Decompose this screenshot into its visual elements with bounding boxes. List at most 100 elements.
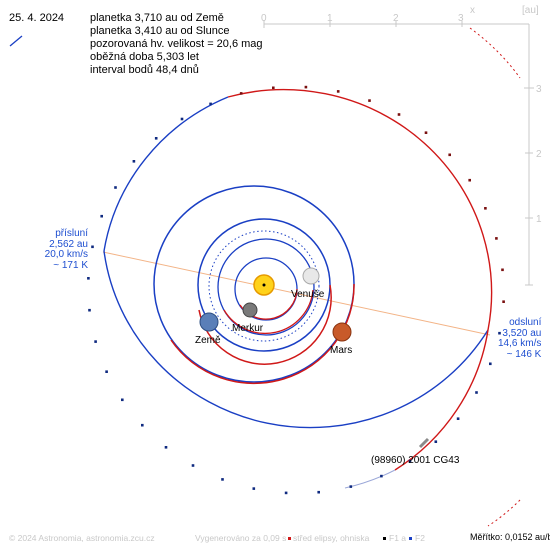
orbit-point-marker	[456, 417, 460, 420]
orbit-point-marker	[88, 308, 91, 312]
legend-f1-label: F1 a	[389, 533, 407, 543]
aphelion-temperature: ~ 146 K	[506, 348, 542, 360]
inner-dotted-orbit	[208, 230, 320, 342]
x-axis-label: x	[470, 5, 475, 16]
info-panel: planetka 3,710 au od Země planetka 3,410…	[90, 12, 263, 77]
copyright-link[interactable]: © 2024 Astronomia, astronomia.zcu.cz	[9, 533, 155, 543]
asteroid-orbit-blue-dotted	[103, 96, 229, 252]
orbit-point-marker	[424, 131, 428, 134]
info-distance-earth: planetka 3,710 au od Země	[90, 12, 224, 24]
orbit-point-marker	[252, 487, 256, 490]
orbit-point-marker	[397, 113, 401, 116]
aphelion-info: odsluní 3,520 au 14,6 km/s ~ 146 K	[498, 317, 542, 360]
aphelion-distance: 3,520 au	[502, 327, 542, 339]
x-tick-3: 3	[458, 13, 464, 24]
earth-label: Země	[195, 335, 221, 346]
perihelion-distance: 2,562 au	[49, 238, 88, 250]
legend-f2-label: F2	[415, 533, 425, 543]
perihelion-temperature: ~ 171 K	[53, 259, 88, 271]
venus-planet	[302, 267, 320, 285]
asteroid-trail-top	[469, 27, 521, 79]
legend-f1-mark	[383, 537, 386, 540]
asteroid-orbit-red	[227, 88, 493, 331]
orbit-point-marker	[91, 245, 94, 249]
orbit-point-marker	[141, 423, 144, 427]
orbit-point-markers	[87, 85, 505, 495]
orbit-point-marker	[132, 160, 136, 163]
info-point-interval: interval bodů 48,4 dnů	[90, 64, 199, 76]
generated-time: Vygenerováno za 0,09 s	[195, 533, 287, 543]
asteroid-marker	[418, 437, 430, 449]
y-tick-1: 1	[536, 214, 542, 225]
orbit-point-marker	[154, 137, 158, 140]
orbit-point-marker	[114, 186, 117, 189]
orbit-point-marker	[336, 90, 340, 93]
y-tick-2: 2	[536, 149, 542, 160]
orbit-point-marker	[495, 237, 498, 240]
mercury-planet	[242, 302, 258, 318]
info-magnitude: pozorovaná hv. velikost = 20,6 mag	[90, 38, 263, 50]
legend-center-label: střed elipsy, ohniska	[293, 533, 370, 543]
date-label: 25. 4. 2024	[9, 12, 65, 24]
mars-label: Mars	[330, 345, 352, 356]
orbit-point-marker	[317, 490, 320, 494]
orbit-point-marker	[94, 340, 97, 343]
venus-orbit	[217, 238, 315, 336]
orbit-point-marker	[284, 491, 288, 495]
orbit-point-marker	[304, 85, 308, 89]
info-period: oběžná doba 5,303 let	[90, 51, 199, 63]
asteroid-trail-bottom	[487, 499, 521, 527]
orbit-point-marker	[380, 474, 383, 478]
orbit-point-marker	[164, 446, 168, 449]
scale-label: Měřítko: 0,0152 au/bod	[470, 532, 550, 542]
orbit-point-marker	[100, 214, 103, 218]
mars-planet	[332, 322, 352, 342]
orbit-point-marker	[434, 440, 438, 443]
asteroid-orbit-pale-segment	[344, 469, 396, 489]
orbit-point-marker	[475, 391, 478, 394]
orbit-point-marker	[87, 277, 90, 280]
asteroid-orbit-blue	[103, 250, 489, 429]
perihelion-speed: 20,0 km/s	[44, 249, 88, 260]
orbit-point-marker	[349, 485, 353, 488]
orbit-point-marker	[121, 398, 124, 402]
mercury-label: Merkur	[232, 323, 264, 334]
aphelion-title: odsluní	[509, 317, 542, 328]
orbit-point-marker	[484, 207, 487, 210]
orbit-point-marker	[239, 92, 243, 95]
orbit-point-marker	[468, 178, 471, 182]
orbit-point-marker	[221, 478, 224, 481]
orbit-point-marker	[180, 117, 184, 121]
venus-orbit-red-arc	[223, 289, 314, 335]
orbit-point-marker	[501, 268, 504, 272]
earth-planet	[199, 312, 219, 332]
earth-orbit-red-arc	[198, 284, 332, 365]
orbit-point-marker	[105, 370, 108, 373]
legend-f2-mark	[409, 537, 412, 540]
y-tick-3: 3	[536, 84, 542, 95]
mars-orbit-red-arc	[170, 283, 355, 385]
aphelion-speed: 14,6 km/s	[498, 338, 542, 349]
perihelion-info: přísluní 2,562 au 20,0 km/s ~ 171 K	[44, 228, 88, 271]
orbit-point-marker	[368, 99, 371, 102]
venus-label: Venuše	[291, 289, 325, 300]
legend-center-mark	[288, 537, 291, 540]
x-tick-0: 0	[261, 13, 267, 24]
earth-trail-top-left	[9, 35, 23, 47]
perihelion-title: přísluní	[55, 228, 88, 239]
orbit-point-marker	[489, 362, 492, 366]
orbit-point-marker	[272, 86, 275, 90]
orbit-point-marker	[209, 102, 212, 106]
orbit-point-marker	[191, 464, 195, 467]
info-distance-sun: planetka 3,410 au od Slunce	[90, 25, 230, 37]
x-tick-1: 1	[327, 13, 333, 24]
unit-label: [au]	[522, 5, 539, 16]
orbit-point-marker	[408, 459, 412, 463]
asteroid-orbit-red-lower	[394, 329, 489, 471]
orbit-point-marker	[502, 300, 505, 303]
asteroid-label: (98960) 2001 CG43	[371, 455, 460, 466]
orbit-point-marker	[498, 331, 501, 335]
x-tick-2: 2	[393, 13, 399, 24]
axis-ruler	[263, 20, 534, 286]
